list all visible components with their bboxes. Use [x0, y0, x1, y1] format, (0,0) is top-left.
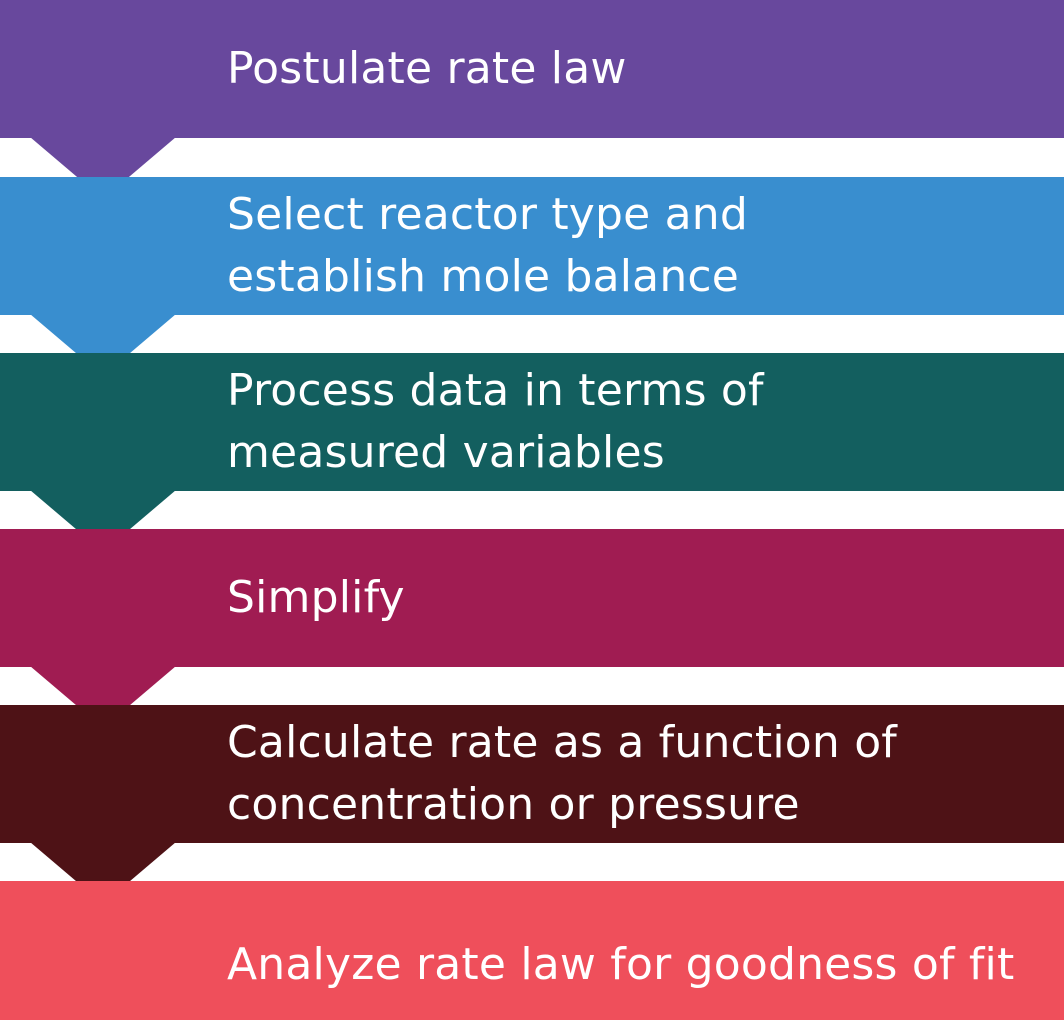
step-select-reactor-type: Select reactor type and establish mole b… — [0, 177, 1064, 315]
step-label: Process data in terms of measured variab… — [227, 365, 764, 478]
step-label: Analyze rate law for goodness of fit — [227, 938, 1015, 990]
step-label: Calculate rate as a function of concentr… — [227, 717, 898, 830]
step-label: Postulate rate law — [227, 43, 627, 94]
step-simplify: Simplify — [0, 529, 1064, 667]
step-calculate-rate: Calculate rate as a function of concentr… — [0, 705, 1064, 843]
step-process-data: Process data in terms of measured variab… — [0, 353, 1064, 491]
step-analyze-rate-law: Analyze rate law for goodness of fit — [0, 881, 1064, 1020]
step-postulate-rate-law: Postulate rate law — [0, 0, 1064, 138]
step-label: Select reactor type and establish mole b… — [227, 189, 748, 302]
step-label: Simplify — [227, 572, 405, 623]
